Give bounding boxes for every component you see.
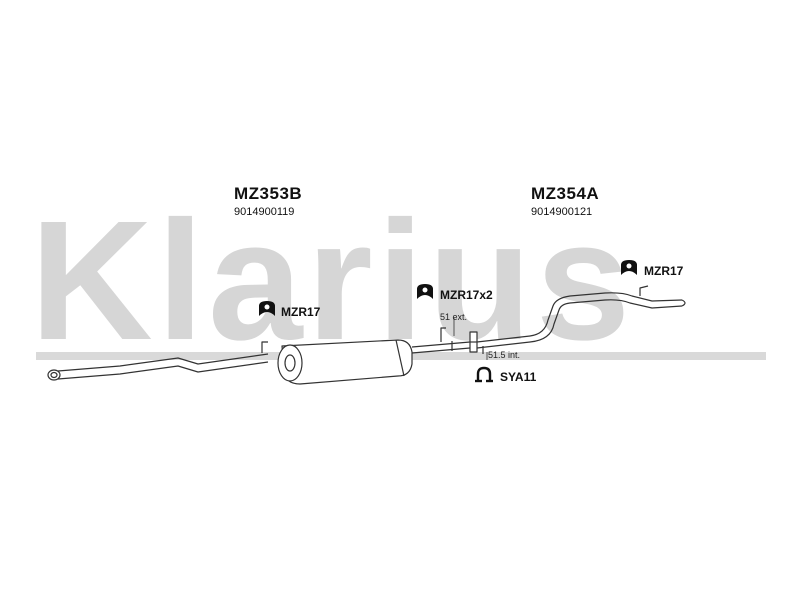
part-number-front: 9014900119 xyxy=(234,206,295,218)
front-hanger xyxy=(261,341,268,353)
mounting-label-middle: MZR17x2 xyxy=(440,288,493,302)
part-number-rear: 9014900121 xyxy=(531,206,593,218)
joint-clamp xyxy=(469,331,478,353)
clamp-icon xyxy=(475,366,493,383)
rubber-mounting-icon xyxy=(417,284,433,299)
clamp-label: SYA11 xyxy=(500,370,537,384)
silencer-box xyxy=(277,339,413,385)
mounting-label-rear: MZR17 xyxy=(644,264,684,278)
brand-watermark: Klarius xyxy=(30,186,635,376)
part-code-front: MZ353B xyxy=(234,184,303,203)
mounting-label-front: MZR17 xyxy=(281,305,321,319)
rubber-mounting-icon xyxy=(621,260,637,275)
rubber-mounting-icon xyxy=(259,301,275,316)
front-pipe xyxy=(47,353,269,381)
joint-note-internal: 51.5 int. xyxy=(488,350,521,360)
middle-pipe xyxy=(411,327,471,354)
joint-note-external: 51 ext. xyxy=(440,312,468,322)
rear-pipe xyxy=(476,285,686,354)
part-code-rear: MZ354A xyxy=(531,184,600,203)
